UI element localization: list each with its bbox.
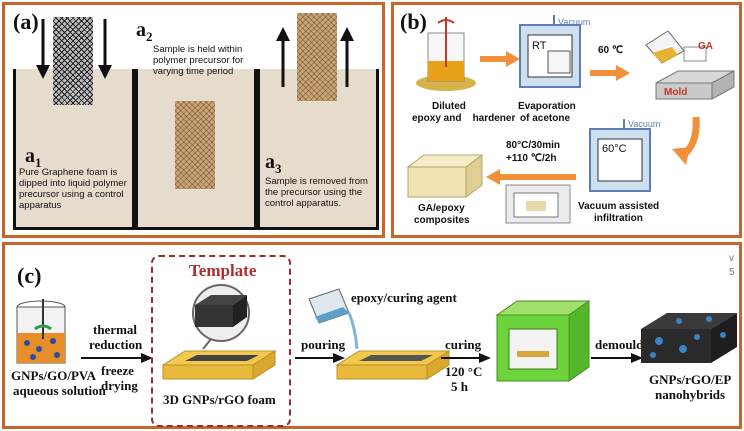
- arrow-right-icon: [591, 353, 643, 363]
- arrow-right-icon: [441, 353, 491, 363]
- up-arrow-icon: [276, 27, 290, 87]
- evap-label-2: of acetone: [520, 113, 571, 124]
- template-box: [151, 255, 291, 427]
- edge-v: v: [729, 253, 734, 264]
- curing-time-label: 5 h: [451, 379, 468, 394]
- graphene-foam: [53, 17, 93, 105]
- down-arrow-icon: [36, 19, 50, 79]
- panel-c-label: (c): [17, 263, 42, 288]
- temp-60-label: 60 ℃: [598, 45, 624, 56]
- product-label-2: nanohybrids: [655, 387, 726, 402]
- a1-text: Pure Graphene foam is dipped into liquid…: [19, 167, 127, 211]
- foam-label: 3D GNPs/rGO foam: [163, 392, 276, 407]
- panel-a-label: (a): [13, 9, 39, 34]
- down-arrow-icon: [98, 19, 112, 79]
- curing-temp-label: 120 °C: [445, 364, 483, 379]
- panel-b: (b) Diluted epoxy and hardener Vacuum RT…: [391, 2, 742, 238]
- mold-tray: [161, 350, 277, 380]
- vacuum-top-label: Vacuum: [558, 17, 591, 27]
- a1-label: a1: [25, 145, 42, 170]
- diluted-label-1: Diluted: [432, 101, 466, 112]
- vacuum-bottom-label: Vacuum: [628, 119, 661, 129]
- a3-text: Sample is removed from the precursor usi…: [265, 176, 368, 209]
- solution-label-1: GNPs/GO/PVA: [11, 368, 96, 383]
- panel-a: (a) a1 Pure Graphene foam is dipped into…: [2, 2, 385, 238]
- edge-5: 5: [729, 267, 735, 278]
- vac-infiltration-1: Vacuum assisted: [578, 201, 660, 212]
- nanohybrid-block: [641, 313, 737, 363]
- mold-with-ga: [645, 30, 735, 100]
- mold-label: Mold: [664, 87, 688, 98]
- curved-arrow-icon: [672, 116, 700, 165]
- oven-temp-label: 60°C: [602, 143, 627, 155]
- polymer-coated-foam: [175, 101, 215, 189]
- freeze-label-1: freeze: [101, 363, 134, 378]
- panel-c: (c) GNPs/GO/PVA aqueous solution thermal…: [2, 242, 742, 429]
- curing-oven: [505, 184, 571, 224]
- curing-label: curing: [445, 337, 482, 352]
- thermal-label-1: thermal: [93, 322, 138, 337]
- thermal-label-2: reduction: [89, 337, 143, 352]
- pouring-label: pouring: [301, 337, 346, 352]
- evap-label-1: Evaporation: [518, 101, 576, 112]
- vac-infiltration-2: infiltration: [594, 213, 643, 224]
- arrow-right-icon: [295, 353, 345, 363]
- demould-label: demould: [595, 337, 644, 352]
- composites-label-1: GA/epoxy: [418, 203, 465, 214]
- magnified-foam: [192, 284, 250, 350]
- arrow-right-icon: [590, 65, 630, 81]
- composite-block: [406, 154, 484, 198]
- filled-mold-tray: [335, 350, 451, 380]
- freeze-label-2: drying: [101, 378, 138, 393]
- diluted-label-2: epoxy and hardener: [412, 113, 516, 124]
- template-label: Template: [189, 261, 257, 280]
- beaker-on-stir-plate: [416, 17, 476, 91]
- rt-label: RT: [532, 40, 547, 52]
- curing-oven-green: [495, 300, 591, 382]
- a2-label: a2: [136, 19, 153, 44]
- vacuum-oven-60: [589, 119, 651, 192]
- solution-beaker: [16, 299, 66, 364]
- a3-label: a3: [265, 151, 282, 176]
- pouring-beaker: [308, 288, 359, 350]
- cure-label-2: +110 ℃/2h: [506, 153, 557, 164]
- arrow-right-icon: [81, 353, 153, 363]
- composites-label-2: composites: [414, 215, 470, 226]
- vacuum-oven-rt: [519, 15, 581, 88]
- arrow-right-icon: [480, 51, 520, 67]
- solution-label-2: aqueous solution: [13, 383, 106, 398]
- ga-label: GA: [698, 41, 713, 52]
- a2-text: Sample is held within polymer precursor …: [153, 44, 244, 77]
- arrow-left-icon: [486, 169, 576, 185]
- up-arrow-icon: [340, 27, 354, 87]
- panel-b-label: (b): [400, 9, 427, 34]
- epoxy-agent-label: epoxy/curing agent: [351, 290, 457, 305]
- removed-foam: [297, 13, 337, 101]
- cure-label-1: 80°C/30min: [506, 140, 561, 151]
- product-label-1: GNPs/rGO/EP: [649, 372, 732, 387]
